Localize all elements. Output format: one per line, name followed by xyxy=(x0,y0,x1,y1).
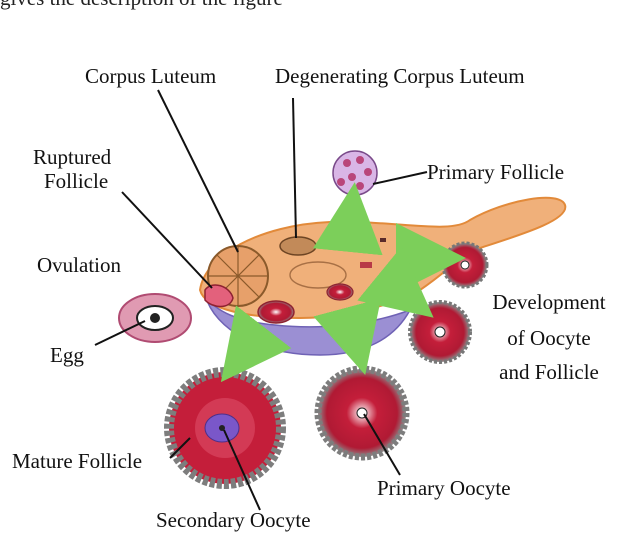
label-mature-follicle: Mature Follicle xyxy=(12,449,142,473)
label-primary-follicle: Primary Follicle xyxy=(427,160,564,184)
inner-follicle-1 xyxy=(258,301,294,323)
primary-oocyte-follicle xyxy=(318,369,406,457)
leader-ruptured-follicle xyxy=(122,192,212,288)
developing-follicle-large xyxy=(410,302,470,362)
label-egg: Egg xyxy=(50,343,84,367)
label-development-line2: of Oocyte xyxy=(484,326,614,350)
leader-degenerating-corpus-luteum xyxy=(293,98,296,238)
label-primary-oocyte: Primary Oocyte xyxy=(377,476,511,500)
label-ruptured-follicle-line1: Ruptured xyxy=(33,145,111,169)
developing-follicle-small xyxy=(443,243,487,287)
label-ovulation: Ovulation xyxy=(37,253,121,277)
leader-corpus-luteum xyxy=(158,90,238,252)
mature-follicle-shape xyxy=(169,372,281,484)
label-degenerating-corpus-luteum: Degenerating Corpus Luteum xyxy=(275,64,525,88)
degenerating-corpus-luteum-shape xyxy=(280,237,316,255)
primary-follicle-cluster xyxy=(333,151,377,197)
egg-shape xyxy=(119,294,191,342)
label-corpus-luteum: Corpus Luteum xyxy=(85,64,216,88)
label-development-line3: and Follicle xyxy=(484,360,614,384)
leader-primary-follicle xyxy=(373,172,427,184)
label-ruptured-follicle-line2: Follicle xyxy=(44,169,108,193)
label-secondary-oocyte: Secondary Oocyte xyxy=(156,508,311,532)
inner-follicle-2 xyxy=(327,284,353,300)
label-development-line1: Development xyxy=(484,290,614,314)
